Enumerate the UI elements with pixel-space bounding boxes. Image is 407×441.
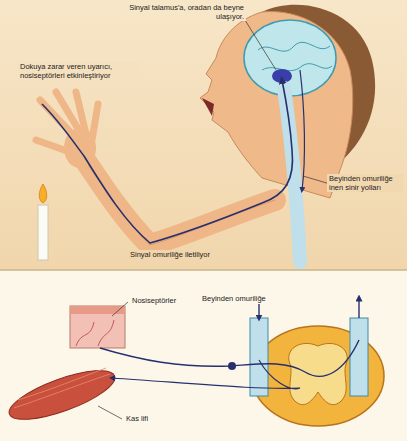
descending-path [300,70,304,190]
afferent-nerve [100,340,359,376]
flame [39,184,47,203]
muscle-striations [14,368,110,408]
leader-line [98,406,122,419]
skin-surface [70,306,125,314]
ganglion [228,362,236,370]
annotation-label: Nosiseptörler [130,296,178,305]
gray-matter [289,343,348,404]
annotation-label: Sinyal talamus'a, oradan da beyne ulaşıy… [120,3,246,21]
down-arrow [258,304,259,318]
up-arrow [358,298,359,318]
annotation-label: Beyinden omuriliğe [200,294,268,303]
annotation-label: Kas lifi [124,414,150,423]
open-mouth [202,98,214,116]
capillaries [76,320,114,346]
brain-folds [258,42,332,70]
annotation-label: Dokuya zarar veren uyarıcı, nosiseptörle… [18,62,140,80]
fingers [36,92,98,152]
muscle-fiber [4,361,120,429]
ascending-tract [350,318,368,396]
spinal-cord [284,88,300,262]
nerve-path [42,80,293,243]
descending-tract [250,318,268,396]
leader-line [303,176,330,184]
leader-line [112,302,128,316]
top-panel [0,0,407,270]
candle [38,205,48,260]
panel-divider [0,269,407,271]
annotation-label: Sinyal omuriliğe iletiliyor [128,250,212,259]
efferent-nerve [112,360,300,389]
annotation-label: Beyinden omuriliğe inen sinir yolları [327,174,403,192]
head [200,12,353,198]
